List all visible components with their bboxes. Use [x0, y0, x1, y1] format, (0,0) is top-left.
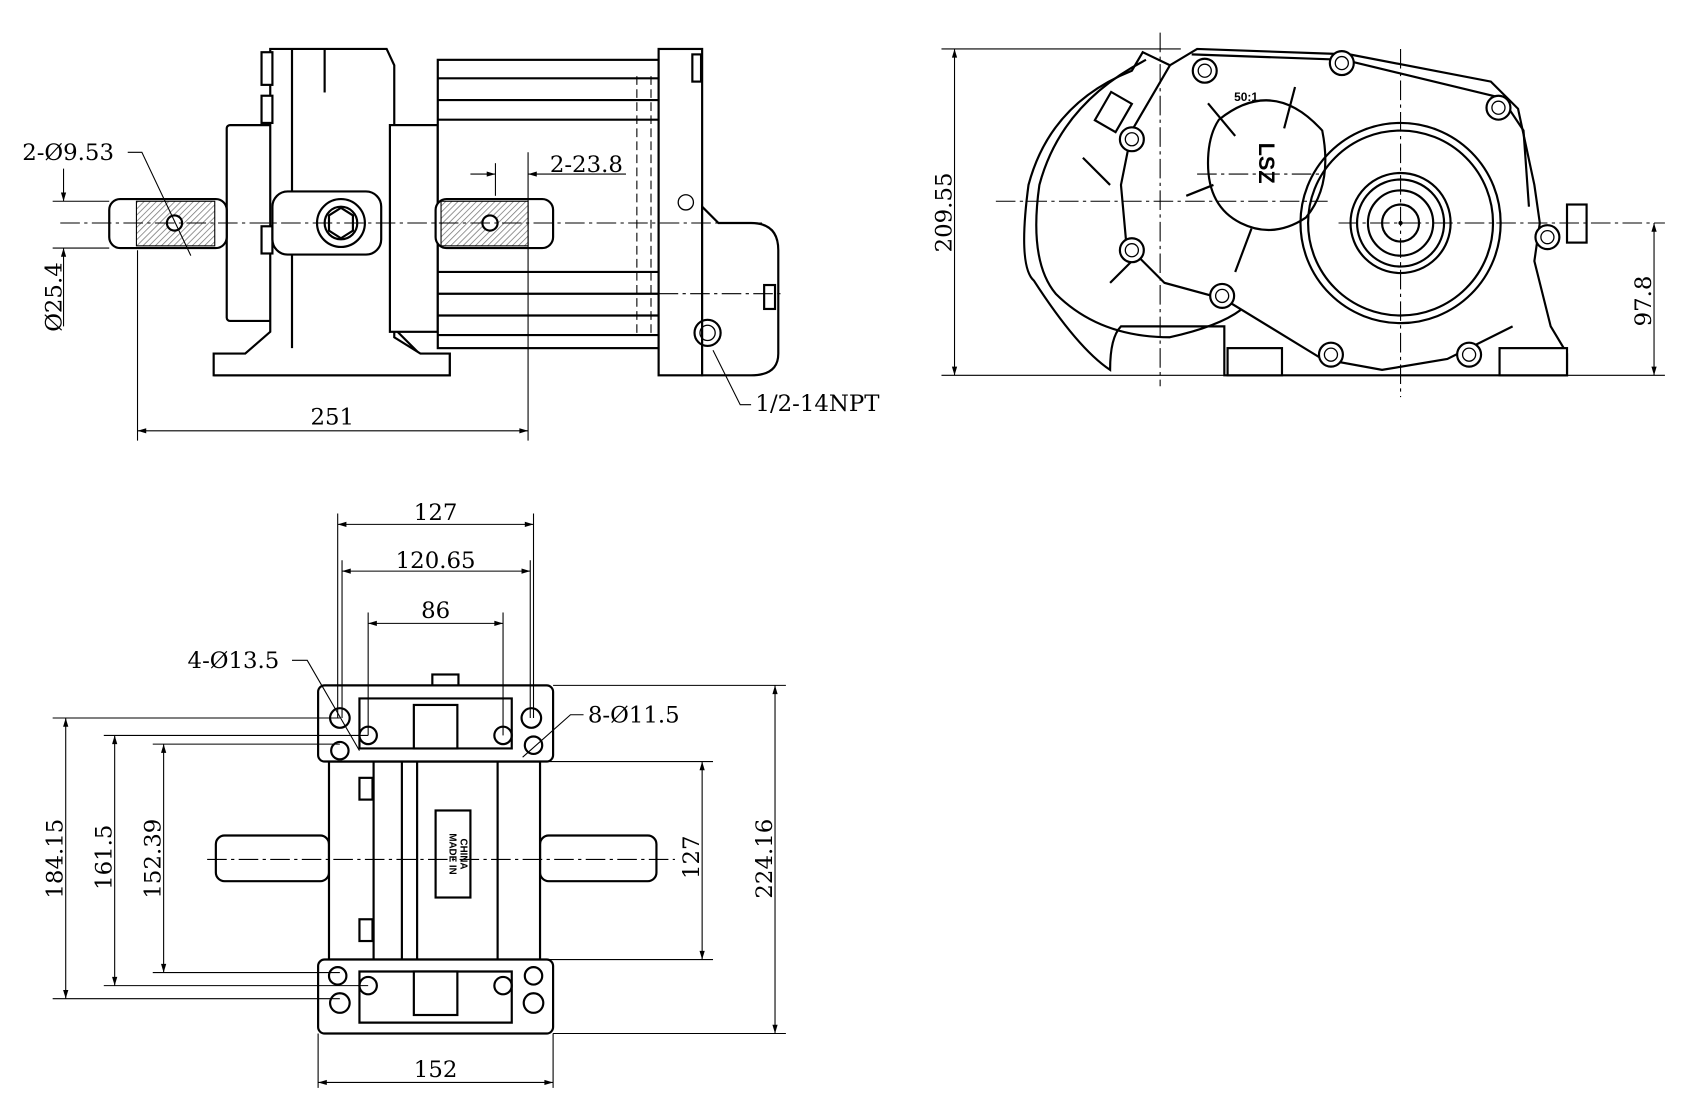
ratio-mark: 50:1: [1234, 90, 1258, 104]
dim-127-top: 127: [337, 500, 535, 719]
top-body: MADE IN CHINA: [214, 673, 658, 1035]
dim-120-65: 120.65: [341, 548, 531, 719]
dim-161-5: 161.5: [91, 734, 369, 987]
top-view: MADE IN CHINA 127: [42, 500, 786, 1088]
dim-pin-holes: 2-Ø9.53: [22, 140, 192, 256]
dim-label-127-body: 127: [679, 835, 705, 879]
side-view: 251 2-23.8 2-Ø9.53 Ø25.4 1/2-14NPT: [22, 47, 880, 441]
dim-8-holes: 8-Ø11.5: [522, 702, 680, 758]
dim-251: 251: [136, 152, 529, 441]
dim-86: 86: [367, 598, 504, 736]
dim-label-keyway: 2-23.8: [550, 152, 623, 178]
dim-label-251: 251: [310, 404, 354, 430]
dim-label-120-65: 120.65: [396, 548, 476, 574]
dim-label-184-15: 184.15: [42, 819, 68, 899]
dim-152-39: 152.39: [140, 743, 340, 974]
dim-port: 1/2-14NPT: [712, 350, 880, 417]
dim-label-152-39: 152.39: [140, 819, 166, 899]
dim-label-86: 86: [421, 598, 450, 624]
dim-184-15: 184.15: [42, 717, 340, 1000]
dim-224-16: 224.16: [553, 684, 786, 1035]
brand-mark: LSZ: [1254, 143, 1279, 184]
origin-label-line2: CHINA: [458, 839, 469, 870]
dim-label-152: 152: [414, 1057, 458, 1083]
dim-label-shaft-diameter: Ø25.4: [41, 262, 67, 332]
gear-housing: 50:1 LSZ: [1023, 47, 1588, 377]
dim-label-port: 1/2-14NPT: [755, 391, 879, 417]
dim-label-127-top: 127: [414, 500, 458, 526]
dim-152: 152: [317, 1033, 554, 1088]
dim-label-97-8: 97.8: [1631, 276, 1657, 327]
dim-keyway: 2-23.8: [470, 152, 626, 196]
dim-label-209-55: 209.55: [931, 173, 957, 253]
dim-97-8: 97.8: [1567, 223, 1665, 376]
gearbox-side-body: [212, 47, 451, 377]
dim-label-161-5: 161.5: [91, 825, 117, 890]
dim-label-large-holes: 4-Ø13.5: [188, 648, 280, 674]
end-view: 50:1 LSZ 209.55 97.8: [931, 32, 1665, 398]
origin-label-line1: MADE IN: [447, 833, 458, 874]
dim-label-pin-holes: 2-Ø9.53: [22, 140, 114, 166]
dim-label-small-holes: 8-Ø11.5: [588, 702, 680, 728]
dim-209-55: 209.55: [931, 48, 1225, 376]
dim-label-224-16: 224.16: [752, 819, 778, 899]
dim-4-holes: 4-Ø13.5: [188, 648, 360, 751]
dim-shaft-diameter: Ø25.4: [41, 168, 110, 332]
dim-127-body: 127: [540, 760, 714, 961]
bolt-heads: [1118, 50, 1561, 368]
